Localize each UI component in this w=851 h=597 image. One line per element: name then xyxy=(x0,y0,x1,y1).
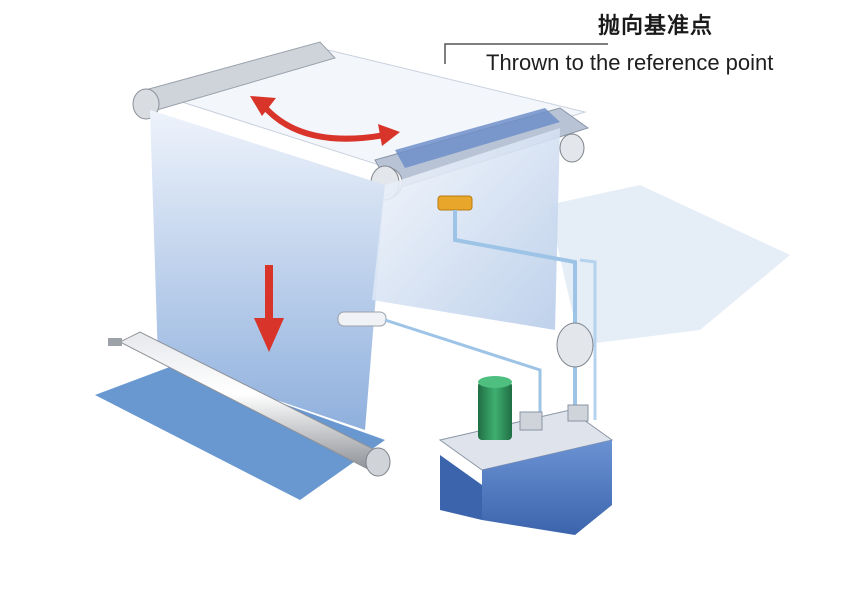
feed-arrow-shaft xyxy=(265,265,273,320)
valve-block xyxy=(519,411,543,431)
unwind-roll-end xyxy=(365,447,391,477)
right-roller-end xyxy=(559,133,585,163)
cylinder-end xyxy=(556,322,594,368)
double-curved-arrow-icon xyxy=(259,102,386,142)
swing-arrow-head-right xyxy=(378,124,400,146)
hydraulic-pipe-c xyxy=(579,258,597,420)
sensor-bracket xyxy=(337,311,387,327)
motor-top xyxy=(478,376,512,388)
hydraulic-pipe-b xyxy=(384,318,542,430)
annotation-label-cn: 抛向基准点 xyxy=(598,14,714,39)
valve-block-2 xyxy=(567,404,589,422)
floor-shadow xyxy=(95,365,385,500)
down-arrow-icon xyxy=(254,318,284,352)
outgoing-web xyxy=(548,185,790,345)
inner-web xyxy=(372,128,560,330)
hydraulic-tank xyxy=(482,440,612,535)
annotation-label-en: Thrown to the reference point xyxy=(486,50,774,75)
annotation-leader-line xyxy=(444,43,608,64)
tank-front xyxy=(440,455,482,520)
swing-arrow-head-left xyxy=(250,96,276,116)
frame-blue-panel xyxy=(395,108,560,168)
motor-body xyxy=(478,382,512,440)
edge-sensor xyxy=(437,195,473,211)
unwind-roll-shaft xyxy=(108,338,122,346)
